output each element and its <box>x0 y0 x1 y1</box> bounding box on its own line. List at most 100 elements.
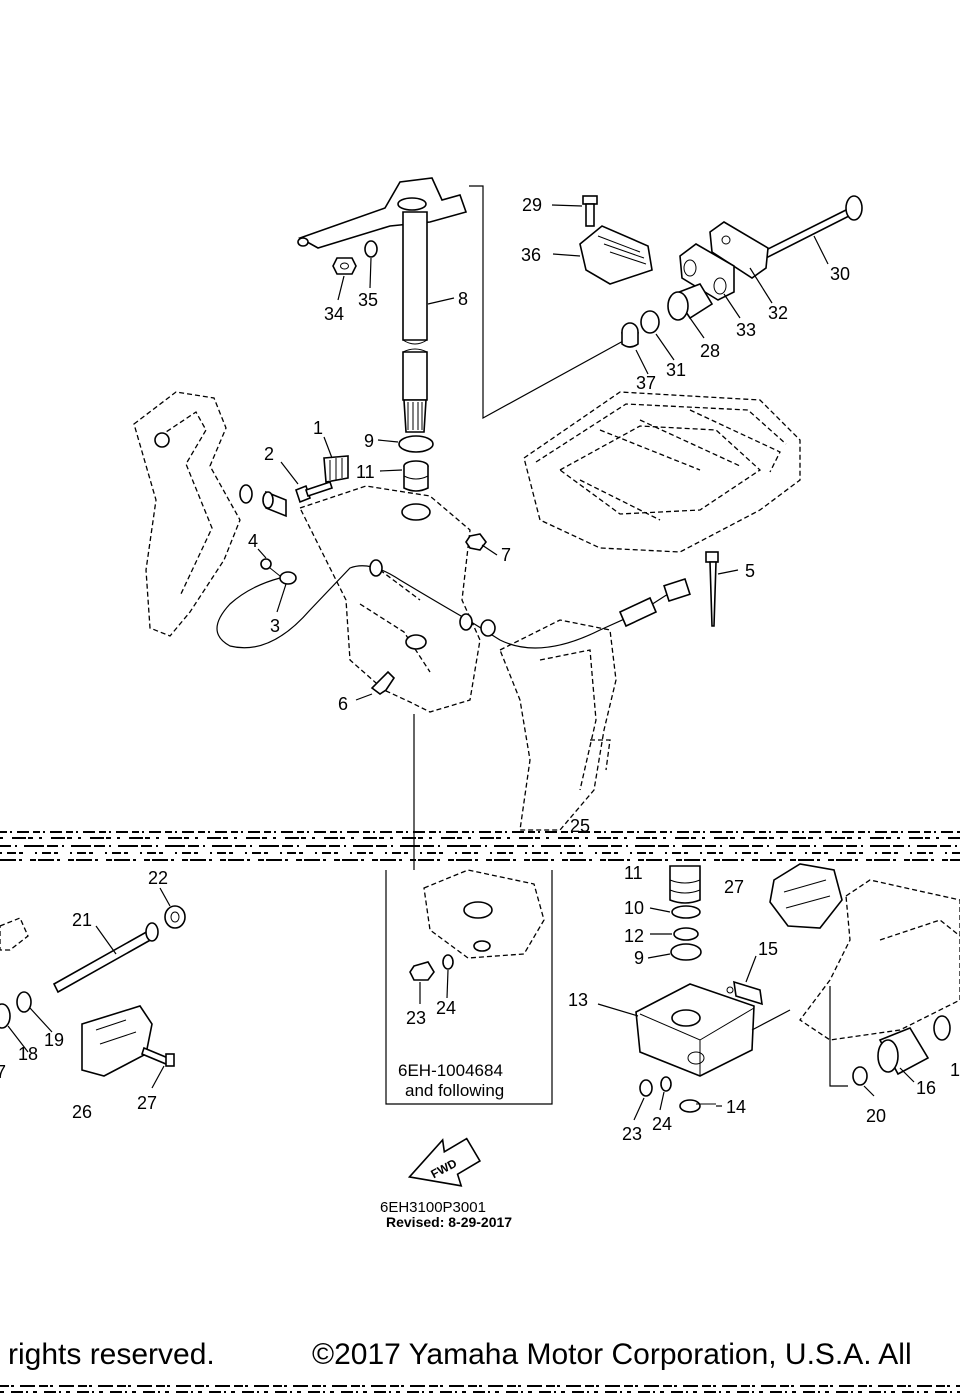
callout-9-lower: 9 <box>634 948 644 968</box>
callout-25: 25 <box>570 816 590 836</box>
callout-16: 16 <box>916 1078 936 1098</box>
callout-9-upper: 9 <box>364 431 374 451</box>
callout-37: 37 <box>636 373 656 393</box>
copyright-footer-right: ©2017 Yamaha Motor Corporation, U.S.A. A… <box>312 1338 912 1371</box>
callout-18: 18 <box>18 1044 38 1064</box>
callout-13: 13 <box>568 990 588 1010</box>
callout-22: 22 <box>148 868 168 888</box>
washer-19 <box>16 991 32 1013</box>
mount-right-27 <box>769 863 843 929</box>
grommet-1 <box>323 455 349 483</box>
cover-26 <box>81 1005 153 1077</box>
bolt-2 <box>295 480 334 504</box>
callout-12: 12 <box>624 926 644 946</box>
bushing-11-upper <box>403 460 429 492</box>
bushing <box>262 490 287 518</box>
callout-34: 34 <box>324 304 344 324</box>
plate-32 <box>709 221 769 279</box>
callout-2: 2 <box>264 444 274 464</box>
callout-26: 26 <box>72 1102 92 1122</box>
washer-2-side <box>239 484 253 504</box>
callout-19: 19 <box>44 1030 64 1050</box>
steering-arm <box>297 177 468 249</box>
callout-1-right: 1 <box>950 1060 960 1080</box>
callout-20: 20 <box>866 1106 886 1126</box>
callout-5: 5 <box>745 561 755 581</box>
plate-33 <box>679 243 735 301</box>
callout-8: 8 <box>458 289 468 309</box>
callout-27-right: 27 <box>724 877 744 897</box>
fwd-arrow-icon: FWD <box>407 1137 482 1187</box>
washer-31 <box>640 310 660 334</box>
bolt-27-left <box>141 1046 175 1067</box>
washer-right-1 <box>933 1015 951 1041</box>
revision-date: Revised: 8-29-2017 <box>386 1214 512 1230</box>
callout-7: 7 <box>501 545 511 565</box>
callout-11-upper: 11 <box>356 462 375 482</box>
nut-23-lower <box>639 1079 653 1097</box>
washer-24-inset <box>442 954 454 970</box>
wire-harness <box>369 559 691 649</box>
callout-6: 6 <box>338 694 348 714</box>
callout-24-inset: 24 <box>436 998 456 1018</box>
nut-34 <box>332 257 357 275</box>
bolt-30 <box>756 195 863 262</box>
scan-noise-bottom <box>0 1385 960 1393</box>
copyright-footer-left: rights reserved. <box>8 1338 215 1371</box>
callout-1: 1 <box>313 418 323 438</box>
callout-14: 14 <box>726 1097 746 1117</box>
washer-20 <box>852 1066 868 1086</box>
exhaust-guide-plate <box>523 391 801 553</box>
callout-36: 36 <box>521 245 541 265</box>
screw-4 <box>260 558 281 577</box>
bolt-21 <box>52 922 159 994</box>
callout-labels: 1 2 3 4 5 6 7 8 9 11 28 29 30 31 32 33 3… <box>0 195 960 1144</box>
washer-24-lower <box>660 1076 672 1092</box>
callout-29: 29 <box>522 195 542 215</box>
callout-leaders <box>7 204 915 1121</box>
inset-note-following: and following <box>405 1081 504 1100</box>
bushing-11-lower <box>669 865 701 904</box>
bolt-15 <box>726 980 763 1006</box>
callout-21: 21 <box>72 910 92 930</box>
callout-35: 35 <box>358 290 378 310</box>
callout-27-left: 27 <box>137 1093 157 1113</box>
swivel-bracket <box>299 485 481 713</box>
left-bracket-partial <box>0 917 29 951</box>
callout-3: 3 <box>270 616 280 636</box>
bolt-29 <box>582 195 598 227</box>
callout-4: 4 <box>248 531 258 551</box>
washer-10 <box>671 905 701 919</box>
lower-case-right <box>799 879 960 1041</box>
nut-23-inset <box>409 961 435 981</box>
steering-shaft <box>402 211 428 433</box>
callout-31: 31 <box>666 360 686 380</box>
mount-28 <box>667 283 714 321</box>
clamp-bracket <box>133 391 241 637</box>
callout-7-lower: 7 <box>0 1062 6 1082</box>
callout-24-lower: 24 <box>652 1114 672 1134</box>
scan-noise-band <box>0 831 960 861</box>
collar-22 <box>164 905 186 929</box>
collar-37 <box>621 322 639 348</box>
callout-33: 33 <box>736 320 756 340</box>
callout-11-lower: 11 <box>624 863 643 883</box>
inset-note-serial: 6EH-1004684 <box>398 1061 503 1080</box>
bolt-6 <box>370 670 396 695</box>
washer-35 <box>364 240 378 258</box>
washer-9-upper <box>398 435 434 453</box>
swivel-arm <box>499 619 617 831</box>
nut-7 <box>465 533 487 551</box>
washer-18 <box>0 1003 11 1029</box>
wire-lead-3 <box>216 565 469 649</box>
washer-9-lower <box>670 943 702 961</box>
callout-23-inset: 23 <box>406 1008 426 1028</box>
inset-box <box>385 869 553 1105</box>
callout-32: 32 <box>768 303 788 323</box>
drawing-code: 6EH3100P3001 <box>380 1199 486 1216</box>
mount-16 <box>877 1027 930 1076</box>
callout-28: 28 <box>700 341 720 361</box>
callout-10: 10 <box>624 898 644 918</box>
bracket-36 <box>579 225 653 285</box>
